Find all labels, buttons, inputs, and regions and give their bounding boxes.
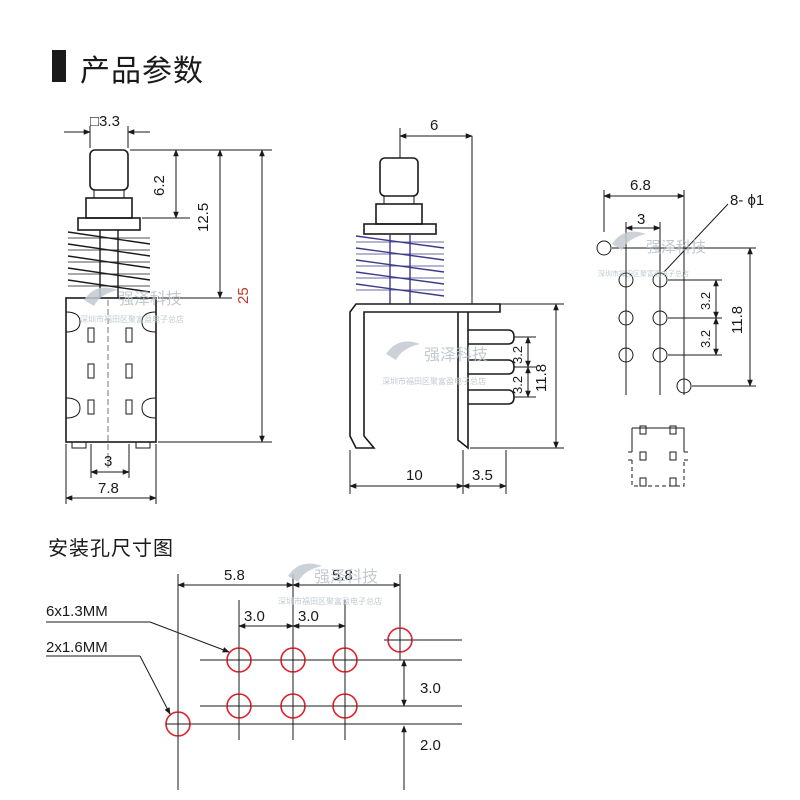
spring <box>67 230 151 298</box>
watermark-subtitle: 深圳市福田区聚富盈电子总店 <box>80 314 184 324</box>
switch-body <box>65 297 157 443</box>
watermark-brand: 强泽科技 <box>118 289 182 308</box>
front-view: □3.3 6.2 12.5 25 3 7.8 <box>64 113 272 504</box>
watermark-logo-icon <box>288 563 322 582</box>
dim-plunger: 6.2 <box>151 175 168 196</box>
dim-pin-pitch-a: 3.2 <box>698 292 713 310</box>
dim-mount-left: 5.8 <box>224 567 245 584</box>
plunger-flange <box>77 217 141 231</box>
dim-mount-offset: 2.0 <box>420 737 441 754</box>
watermark-brand: 强泽科技 <box>646 238 706 256</box>
plunger-shaft <box>85 197 133 219</box>
dim-mount-pitch-a: 3.0 <box>244 608 265 625</box>
spring <box>355 234 445 304</box>
mount-hole-view: 5.8 5.8 3.0 3.0 3.0 2.0 <box>46 567 462 790</box>
dim-travel: 12.5 <box>195 203 212 232</box>
dim-pin-height: 11.8 <box>729 306 746 334</box>
pin-holes <box>596 240 692 394</box>
mount-bracket <box>349 303 501 449</box>
plunger-cap <box>89 149 129 191</box>
dim-side-pitch-a: 3.2 <box>510 346 525 364</box>
watermark-logo-icon <box>84 287 118 306</box>
watermark-subtitle: 深圳市福田区聚富盈电子总店 <box>598 269 689 278</box>
watermark-subtitle: 深圳市福田区聚富盈电子总店 <box>382 376 486 386</box>
body-slots <box>65 311 157 419</box>
mount-section-title: 安装孔尺寸图 <box>48 536 174 560</box>
mount-holes <box>165 627 413 737</box>
dim-mount-right: 5.8 <box>332 567 353 584</box>
dim-side-leg: 3.5 <box>472 467 493 484</box>
dim-pin-width: 6.8 <box>630 177 651 194</box>
dim-side-top: 6 <box>430 117 438 134</box>
watermark-brand: 强泽科技 <box>424 345 488 364</box>
watermark-logo-icon <box>386 341 420 360</box>
dim-side-height: 11.8 <box>533 364 550 392</box>
label-large-holes: 2x1.6MM <box>46 639 108 656</box>
pin-layout-view: 6.8 3 8- ϕ1 3.2 <box>596 177 764 487</box>
dim-mount-row: 3.0 <box>420 680 441 697</box>
title-marker <box>52 50 66 82</box>
page-title: 产品参数 <box>80 54 204 89</box>
dim-pin-pitch: 3 <box>637 211 645 228</box>
dim-body-width: 7.8 <box>98 480 119 497</box>
plunger-cap <box>379 157 419 197</box>
dim-total: 25 <box>235 287 252 304</box>
watermark: 强泽科技 深圳市福田区聚富盈电子总店 强泽科技 深圳市福田区聚富盈电子总店 强泽… <box>80 231 706 606</box>
footprint-outline <box>628 425 688 487</box>
dim-side-pitch-b: 3.2 <box>510 376 525 394</box>
dim-pin-pitch-b: 3.2 <box>698 330 713 348</box>
dim-holes: 8- ϕ1 <box>730 192 764 209</box>
dim-mount-pitch-b: 3.0 <box>298 608 319 625</box>
side-view: 6 3.2 3.2 11.8 10 3.5 <box>349 117 564 494</box>
watermark-logo-icon <box>612 231 646 250</box>
dim-top-width: □3.3 <box>90 113 120 130</box>
watermark-subtitle: 深圳市福田区聚富盈电子总店 <box>278 596 382 606</box>
dim-pin-pitch: 3 <box>104 453 112 470</box>
dim-side-body: 10 <box>406 467 423 484</box>
label-small-holes: 6x1.3MM <box>46 603 108 620</box>
watermark-brand: 强泽科技 <box>314 567 378 586</box>
